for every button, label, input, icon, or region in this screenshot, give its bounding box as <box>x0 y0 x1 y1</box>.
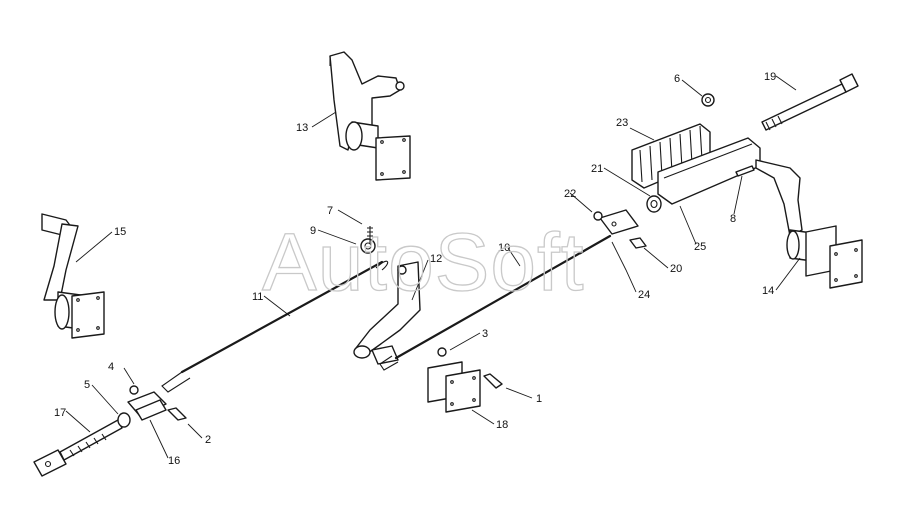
callout-11: 11 <box>252 291 263 303</box>
callout-5: 5 <box>84 379 90 391</box>
callout-7: 7 <box>327 205 333 217</box>
callout-10: 10 <box>498 242 510 254</box>
callout-15: 15 <box>114 226 126 238</box>
part-12-center-bracket <box>353 261 421 365</box>
callout-25: 25 <box>694 241 706 253</box>
callout-2: 2 <box>205 434 211 446</box>
part-6-washer <box>701 93 715 107</box>
callout-23: 23 <box>616 117 628 129</box>
part-14-pedal-arm <box>755 159 863 289</box>
part-3-nut <box>437 347 447 357</box>
callout-6: 6 <box>674 73 680 85</box>
part-16-clevis <box>127 391 167 421</box>
part-10-rod <box>379 234 612 371</box>
callout-8: 8 <box>730 213 736 225</box>
callout-14: 14 <box>762 285 774 297</box>
part-13-bracket <box>329 51 411 181</box>
callout-labels: 1 2 3 4 5 6 7 8 9 10 11 12 13 14 15 16 1… <box>54 71 776 467</box>
callout-16: 16 <box>168 455 180 467</box>
part-5-nut <box>117 412 131 428</box>
part-17-rod-end <box>33 419 123 477</box>
callout-17: 17 <box>54 407 66 419</box>
callout-21: 21 <box>591 163 603 175</box>
part-8-pin <box>735 165 755 177</box>
callout-1: 1 <box>536 393 542 405</box>
callout-19: 19 <box>764 71 776 83</box>
part-9-bushing <box>360 238 376 254</box>
callout-13: 13 <box>296 122 308 134</box>
part-7-bolt <box>367 226 373 244</box>
watermark: AutoSoft <box>262 217 585 308</box>
callout-9: 9 <box>310 225 316 237</box>
part-2-bolt <box>167 407 187 421</box>
callout-20: 20 <box>670 263 682 275</box>
part-15-pedal-arm <box>41 213 105 339</box>
part-20-bolt <box>629 237 647 249</box>
part-4-nut <box>129 385 139 395</box>
callout-3: 3 <box>482 328 488 340</box>
part-1-bolt <box>483 373 503 389</box>
callout-18: 18 <box>496 419 508 431</box>
leader-lines <box>65 75 801 459</box>
part-24-clevis <box>579 209 639 255</box>
callout-22: 22 <box>564 188 576 200</box>
callout-12: 12 <box>430 253 442 265</box>
part-11-rod <box>161 260 389 393</box>
callout-4: 4 <box>108 361 114 373</box>
part-22-nut <box>593 211 603 221</box>
part-21-washer <box>646 195 662 213</box>
part-19-long-bolt <box>761 73 859 131</box>
callout-24: 24 <box>638 289 650 301</box>
part-18-plate <box>427 361 481 413</box>
